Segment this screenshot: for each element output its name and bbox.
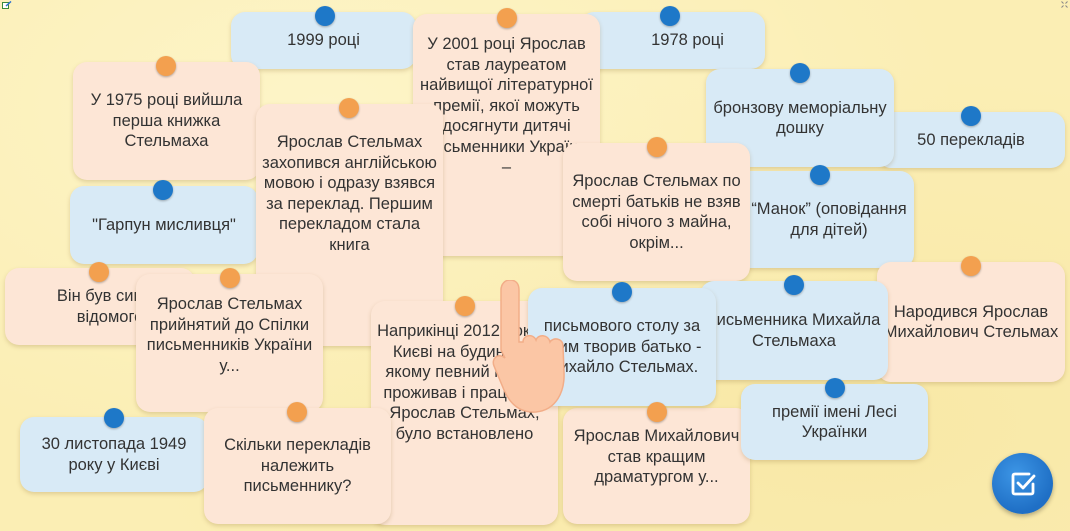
pin-icon — [961, 256, 981, 276]
pin-icon — [156, 56, 176, 76]
card-text: У 2001 році Ярослав став лауреатом найви… — [420, 35, 593, 176]
pin-icon — [961, 106, 981, 126]
card-text: Скільки перекладів належить письменнику? — [224, 436, 371, 496]
card-text: 30 листопада 1949 року у Києві — [41, 435, 187, 474]
card-writers-union[interactable]: Ярослав Стельмах прийнятий до Спілки пис… — [136, 274, 323, 412]
card-how-many-translations[interactable]: Скільки перекладів належить письменнику? — [204, 408, 391, 524]
card-text: Наприкінці 2012 року в Києві на будинку,… — [377, 322, 552, 443]
pin-icon — [647, 137, 667, 157]
pin-icon — [339, 98, 359, 118]
card-text: Ярослав Стельмах по смерті батьків не вз… — [572, 172, 741, 252]
card-best-playwright[interactable]: Ярослав Михайлович став кращим драматург… — [563, 408, 750, 524]
card-text: Народився Ярослав Михайлович Стельмах — [883, 302, 1059, 342]
pin-icon — [790, 63, 810, 83]
pin-icon — [153, 180, 173, 200]
card-born[interactable]: Народився Ярослав Михайлович Стельмах — [877, 262, 1065, 382]
pin-icon — [784, 275, 804, 295]
card-text: 1978 році — [651, 31, 724, 50]
pin-icon — [315, 6, 335, 26]
card-text: Ярослав Стельмах захопився англійською м… — [262, 133, 437, 254]
pin-icon — [810, 165, 830, 185]
card-birth-date[interactable]: 30 листопада 1949 року у Києві — [20, 417, 208, 492]
card-text: бронзову меморіальну дошку — [713, 98, 887, 138]
card-first-book-1975[interactable]: У 1975 році вийшла перша книжка Стельмах… — [73, 62, 260, 180]
card-text: Ярослав Михайлович став кращим драматург… — [573, 427, 740, 486]
card-writer-mykhailo[interactable]: письменника Михайла Стельмаха — [700, 281, 888, 380]
card-1999[interactable]: 1999 році — [231, 12, 416, 69]
pin-icon — [455, 296, 475, 316]
card-text: 1999 році — [287, 31, 360, 50]
card-text: 50 перекладів — [917, 130, 1025, 149]
pin-icon — [104, 408, 124, 428]
card-manok[interactable]: “Манок” (оповідання для дітей) — [726, 171, 914, 268]
pin-icon — [89, 262, 109, 282]
pin-icon — [287, 402, 307, 422]
card-writing-desk[interactable]: письмового столу за яким творив батько -… — [528, 288, 716, 406]
pin-icon — [220, 268, 240, 288]
pin-icon — [825, 378, 845, 398]
card-text: премії імені Лесі Українки — [772, 402, 897, 442]
card-inheritance[interactable]: Ярослав Стельмах по смерті батьків не вз… — [563, 143, 750, 281]
pin-icon — [612, 282, 632, 302]
card-text: письменника Михайла Стельмаха — [707, 311, 881, 350]
card-1978[interactable]: 1978 році — [580, 12, 765, 69]
edit-icon[interactable] — [2, 1, 12, 10]
card-text: “Манок” (оповідання для дітей) — [751, 200, 907, 239]
check-answers-button[interactable] — [992, 453, 1053, 514]
check-square-icon — [1011, 472, 1035, 495]
pin-icon — [497, 8, 517, 28]
card-text: "Гарпун мисливця" — [92, 215, 236, 234]
pin-icon — [660, 6, 680, 26]
card-text: У 1975 році вийшла перша книжка Стельмах… — [90, 91, 243, 151]
expand-icon[interactable] — [1061, 1, 1068, 8]
card-text: письмового столу за яким творив батько -… — [542, 317, 702, 377]
pin-icon — [647, 402, 667, 422]
card-text: Ярослав Стельмах прийнятий до Спілки пис… — [146, 295, 313, 375]
